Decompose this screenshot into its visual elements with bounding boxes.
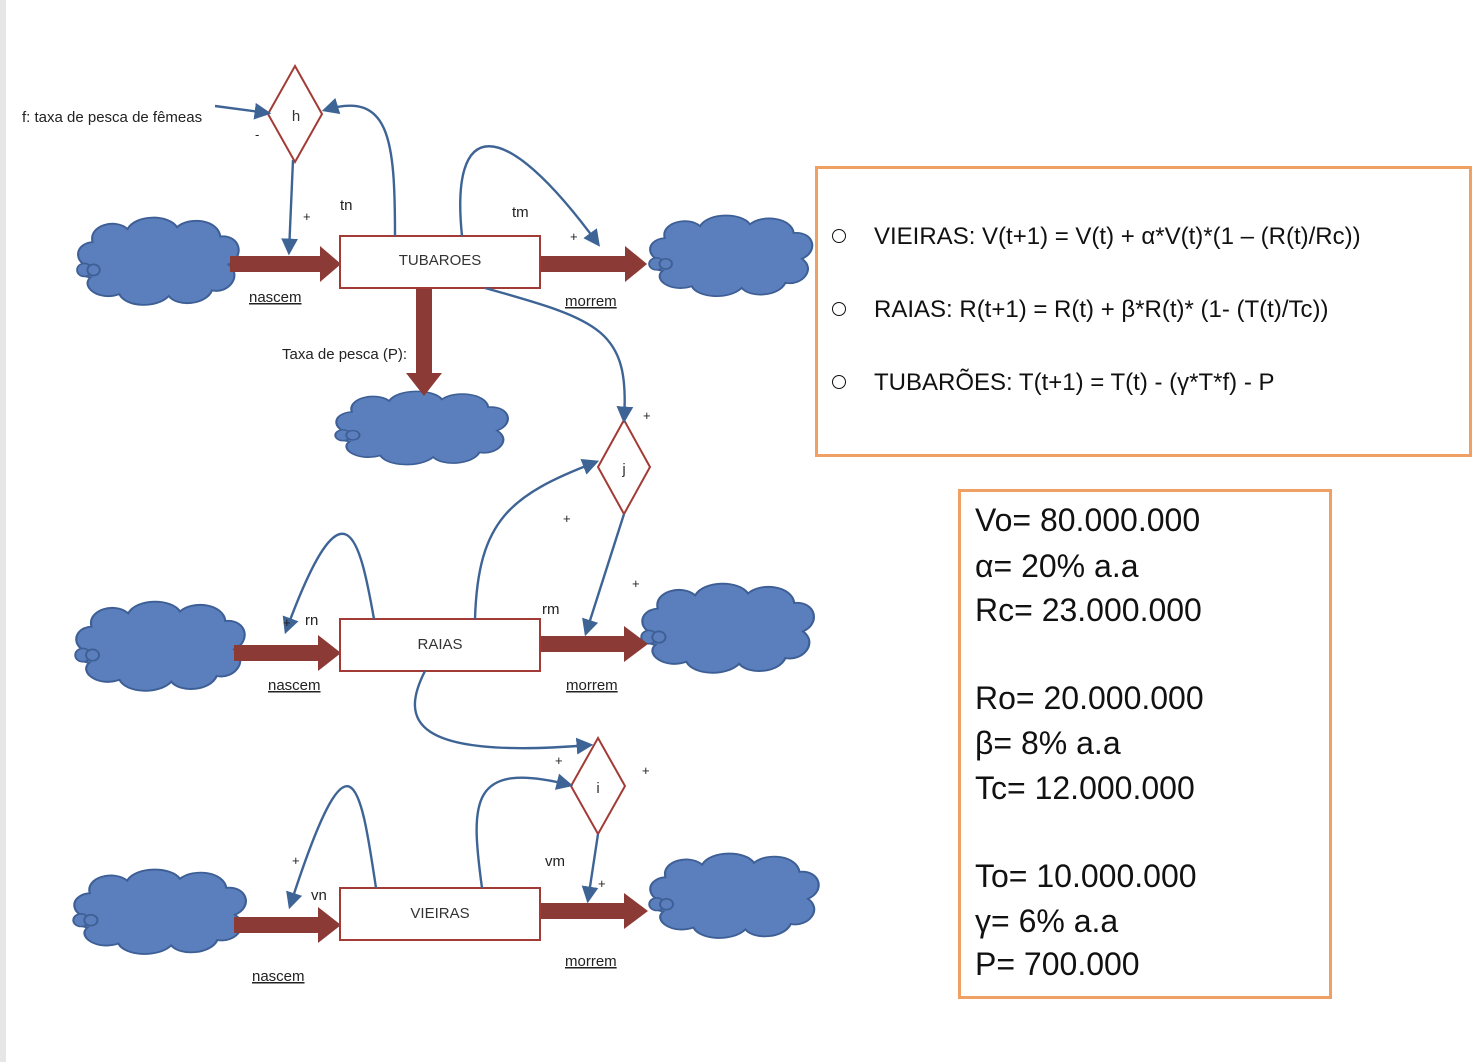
- connector-vieiras-to-nascem: [286, 785, 378, 910]
- bullet-icon: [832, 301, 846, 316]
- equation-vieiras-row: VIEIRAS: V(t+1) = V(t) + α*V(t)*(1 – (R(…: [832, 223, 1361, 251]
- param-alpha: α= 20% a.a: [975, 548, 1139, 584]
- bullet-icon: [832, 228, 846, 243]
- bullet-icon: [832, 374, 846, 389]
- sign-rm: +: [632, 576, 640, 591]
- cloud-sink-fishing: [334, 390, 509, 466]
- flow-vieiras-in-label: nascem: [252, 968, 305, 985]
- equation-tubaroes: TUBARÕES: T(t+1) = T(t) - (γ*T*f) - P: [874, 369, 1275, 396]
- connector-tubaroes-to-h: [321, 98, 397, 237]
- sign-i-top: +: [555, 753, 563, 768]
- sign-j-top: +: [643, 408, 651, 423]
- connector-i-to-morrem: [581, 833, 600, 904]
- connector-tubaroes-to-j: [484, 286, 634, 424]
- flow-vieiras-in: [234, 907, 341, 943]
- sign-rn: +: [283, 615, 291, 630]
- flow-tubaroes-in-label: nascem: [249, 289, 302, 306]
- equation-tubaroes-row: TUBARÕES: T(t+1) = T(t) - (γ*T*f) - P: [832, 369, 1275, 397]
- stock-tubaroes-box: [339, 235, 541, 289]
- connector-h-to-nascem: [281, 159, 298, 256]
- param-tc: Tc= 12.000.000: [975, 770, 1195, 806]
- rate-rn-label: rn: [305, 612, 318, 629]
- cloud-sink-vieiras: [648, 852, 820, 940]
- rate-vm-label: vm: [545, 853, 565, 870]
- connector-vieiras-to-i: [475, 773, 574, 889]
- rate-rm-label: rm: [542, 601, 560, 618]
- flow-tubaroes-fishing: [406, 289, 442, 396]
- cloud-source-raias: [74, 600, 246, 692]
- sign-vm: +: [598, 876, 606, 891]
- flow-raias-out-label: morrem: [566, 677, 618, 694]
- param-gamma: γ= 6% a.a: [975, 903, 1119, 939]
- aux-j-label: j: [621, 461, 625, 478]
- stock-vieiras-label: VIEIRAS: [410, 905, 469, 922]
- rate-tm-label: tm: [512, 204, 529, 221]
- flow-tubaroes-out: [541, 246, 647, 282]
- connector-f-to-h: [214, 102, 272, 120]
- equation-raias-row: RAIAS: R(t+1) = R(t) + β*R(t)* (1- (T(t)…: [832, 296, 1329, 324]
- connector-tubaroes-to-morrem: [459, 145, 600, 247]
- sign-j-left: +: [563, 511, 571, 526]
- equation-raias: RAIAS: R(t+1) = R(t) + β*R(t)* (1- (T(t)…: [874, 296, 1329, 323]
- stock-raias-label: RAIAS: [417, 636, 462, 653]
- flow-raias-in-label: nascem: [268, 677, 321, 694]
- flow-fishing-label: Taxa de pesca (P):: [282, 346, 407, 363]
- param-vo: Vo= 80.000.000: [975, 502, 1201, 538]
- cloud-source-vieiras: [72, 868, 247, 956]
- flow-raias-out: [540, 626, 648, 662]
- cloud-source-tubaroes: [76, 216, 240, 306]
- equation-vieiras: VIEIRAS: V(t+1) = V(t) + α*V(t)*(1 – (R(…: [874, 223, 1361, 250]
- cloud-sink-tubaroes: [648, 214, 814, 298]
- input-f-label: f: taxa de pesca de fêmeas: [22, 109, 202, 126]
- flow-vieiras-out-label: morrem: [565, 953, 617, 970]
- stock-raias-box: [339, 618, 541, 672]
- connector-raias-to-j: [473, 458, 600, 620]
- stock-vieiras-box: [339, 887, 541, 941]
- param-ro: Ro= 20.000.000: [975, 680, 1204, 716]
- sign-vn: +: [292, 853, 300, 868]
- rate-vn-label: vn: [311, 887, 327, 904]
- aux-h-diamond: [266, 63, 324, 165]
- equations-panel: VIEIRAS: V(t+1) = V(t) + α*V(t)*(1 – (R(…: [815, 166, 1472, 457]
- stock-tubaroes-label: TUBAROES: [399, 252, 482, 269]
- aux-i-label: i: [596, 780, 599, 797]
- input-f-sign: -: [255, 127, 259, 142]
- window-edge: [0, 0, 6, 1062]
- param-p: P= 700.000: [975, 946, 1140, 982]
- sign-h-to-tn: +: [303, 209, 311, 224]
- flow-tubaroes-out-label: morrem: [565, 293, 617, 310]
- flow-vieiras-out: [540, 893, 648, 929]
- sign-tm: +: [570, 229, 578, 244]
- param-to: To= 10.000.000: [975, 858, 1197, 894]
- connector-raias-to-i: [413, 670, 594, 755]
- parameters-panel: Vo= 80.000.000 α= 20% a.a Rc= 23.000.000…: [958, 489, 1332, 999]
- connector-raias-to-nascem: [282, 532, 376, 635]
- rate-tn-label: tn: [340, 197, 353, 214]
- param-rc: Rc= 23.000.000: [975, 592, 1202, 628]
- cloud-sink-raias: [640, 582, 815, 674]
- aux-h-label: h: [292, 108, 300, 125]
- connectors: [214, 98, 634, 910]
- flow-tubaroes-in: [230, 246, 341, 282]
- param-beta: β= 8% a.a: [975, 725, 1121, 761]
- connector-j-to-morrem: [582, 513, 626, 637]
- sign-i-right: +: [642, 763, 650, 778]
- flow-raias-in: [234, 635, 341, 671]
